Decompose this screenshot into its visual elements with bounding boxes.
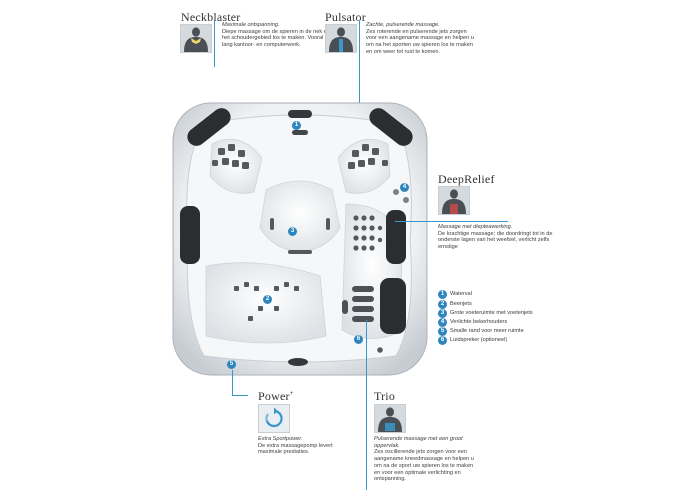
- marker-3: 3: [288, 227, 297, 236]
- power-thumbnail: [258, 404, 290, 433]
- legend-label-2: Beenjets: [450, 301, 472, 307]
- pulsator-lead: Zachte, pulserende massage.: [366, 22, 440, 28]
- headrest-top-right: [369, 108, 413, 146]
- power-description: Extra Sportpower. De extra massagepomp l…: [258, 436, 338, 456]
- legend-label-4: Verlichte bekerhouders: [450, 319, 508, 325]
- headrest-top-left: [187, 108, 231, 146]
- marker-4: 4: [400, 183, 409, 192]
- deeprelief-leader: [395, 221, 508, 222]
- jets-legs: [234, 282, 299, 321]
- power-text: De extra massagepomp levert maximale pre…: [258, 442, 333, 456]
- headrest-right-1: [386, 210, 406, 264]
- deeprelief-lead: Massage met diepteawerking.: [438, 224, 513, 230]
- pulsator-text: Zes roterende en pulserende jets zorgen …: [366, 28, 474, 55]
- marker-5: 5: [227, 360, 236, 369]
- jets-pulsator: [348, 144, 388, 169]
- jets-deeprelief: [353, 215, 383, 251]
- legend-label-1: Waterval: [450, 291, 472, 297]
- pulsator-title: Pulsator: [325, 10, 366, 24]
- person-back-icon: [329, 27, 353, 52]
- trio-description: Pulserende massage met een groot oppervl…: [374, 436, 474, 483]
- marker-2: 2: [263, 295, 272, 304]
- power-title-sup: +: [289, 389, 294, 397]
- jets-trio: [342, 286, 374, 322]
- legend-number-2: 2: [438, 300, 447, 309]
- neckblaster-text: Diepe massage om de spieren in de nek en…: [222, 28, 332, 49]
- headrest-right-2: [380, 278, 406, 334]
- footwell: [259, 180, 341, 253]
- marker-1: 1: [292, 121, 301, 130]
- jets-feet: [270, 218, 330, 254]
- deeprelief-title: DeepRelief: [438, 172, 495, 186]
- deeprelief-description: Massage met diepteawerking. De krachtige…: [438, 224, 558, 251]
- neckblaster-leader: [214, 20, 215, 67]
- trio-title: Trio: [374, 389, 396, 403]
- person-back-icon: [184, 27, 208, 52]
- neckblaster-title: Neckblaster: [181, 10, 241, 24]
- legend-number-1: 1: [438, 290, 447, 299]
- headrest-left: [180, 206, 200, 264]
- person-back-icon: [378, 407, 402, 432]
- legend-label-3: Grote voeteruimte met voetenjets: [450, 310, 533, 316]
- marker-6: 6: [354, 335, 363, 344]
- trio-text: Zes oscillerende jets zorgen voor een aa…: [374, 449, 474, 483]
- cupholder: [393, 189, 399, 195]
- jets-neckblaster: [212, 144, 249, 169]
- power-lead: Extra Sportpower.: [258, 436, 303, 442]
- pulsator-leader: [359, 20, 360, 120]
- deeprelief-text: De krachtige massage; die doordringt tot…: [438, 230, 553, 251]
- waterfall: [288, 110, 312, 118]
- legend-label-6: Luidspreker (optioneel): [450, 337, 508, 343]
- legend-label-5: Smalle rand voor meer ruimte: [450, 328, 524, 334]
- legend-number-3: 3: [438, 309, 447, 318]
- circular-arrows-icon: [265, 407, 283, 428]
- speaker: [288, 358, 308, 366]
- hot-tub-diagram: [172, 102, 428, 376]
- trio-leader: [366, 320, 367, 490]
- power-leader-h: [232, 395, 248, 396]
- trio-lead: Pulserende massage met een groot oppervl…: [374, 436, 463, 449]
- power-title-text: Power: [258, 389, 290, 403]
- legend-number-5: 5: [438, 327, 447, 336]
- power-title: Power+: [258, 389, 294, 404]
- person-back-icon: [442, 189, 466, 214]
- neckblaster-lead: Maximale ontspanning.: [222, 22, 280, 28]
- deeprelief-thumbnail: [438, 186, 470, 215]
- power-leader: [232, 370, 233, 396]
- legend-number-4: 4: [438, 318, 447, 327]
- neckblaster-thumbnail: [180, 24, 212, 53]
- trio-thumbnail: [374, 404, 406, 433]
- pulsator-thumbnail: [325, 24, 357, 53]
- pulsator-description: Zachte, pulserende massage. Zes roterend…: [366, 22, 478, 56]
- legend-number-6: 6: [438, 336, 447, 345]
- neckblaster-description: Maximale ontspanning. Diepe massage om d…: [222, 22, 337, 49]
